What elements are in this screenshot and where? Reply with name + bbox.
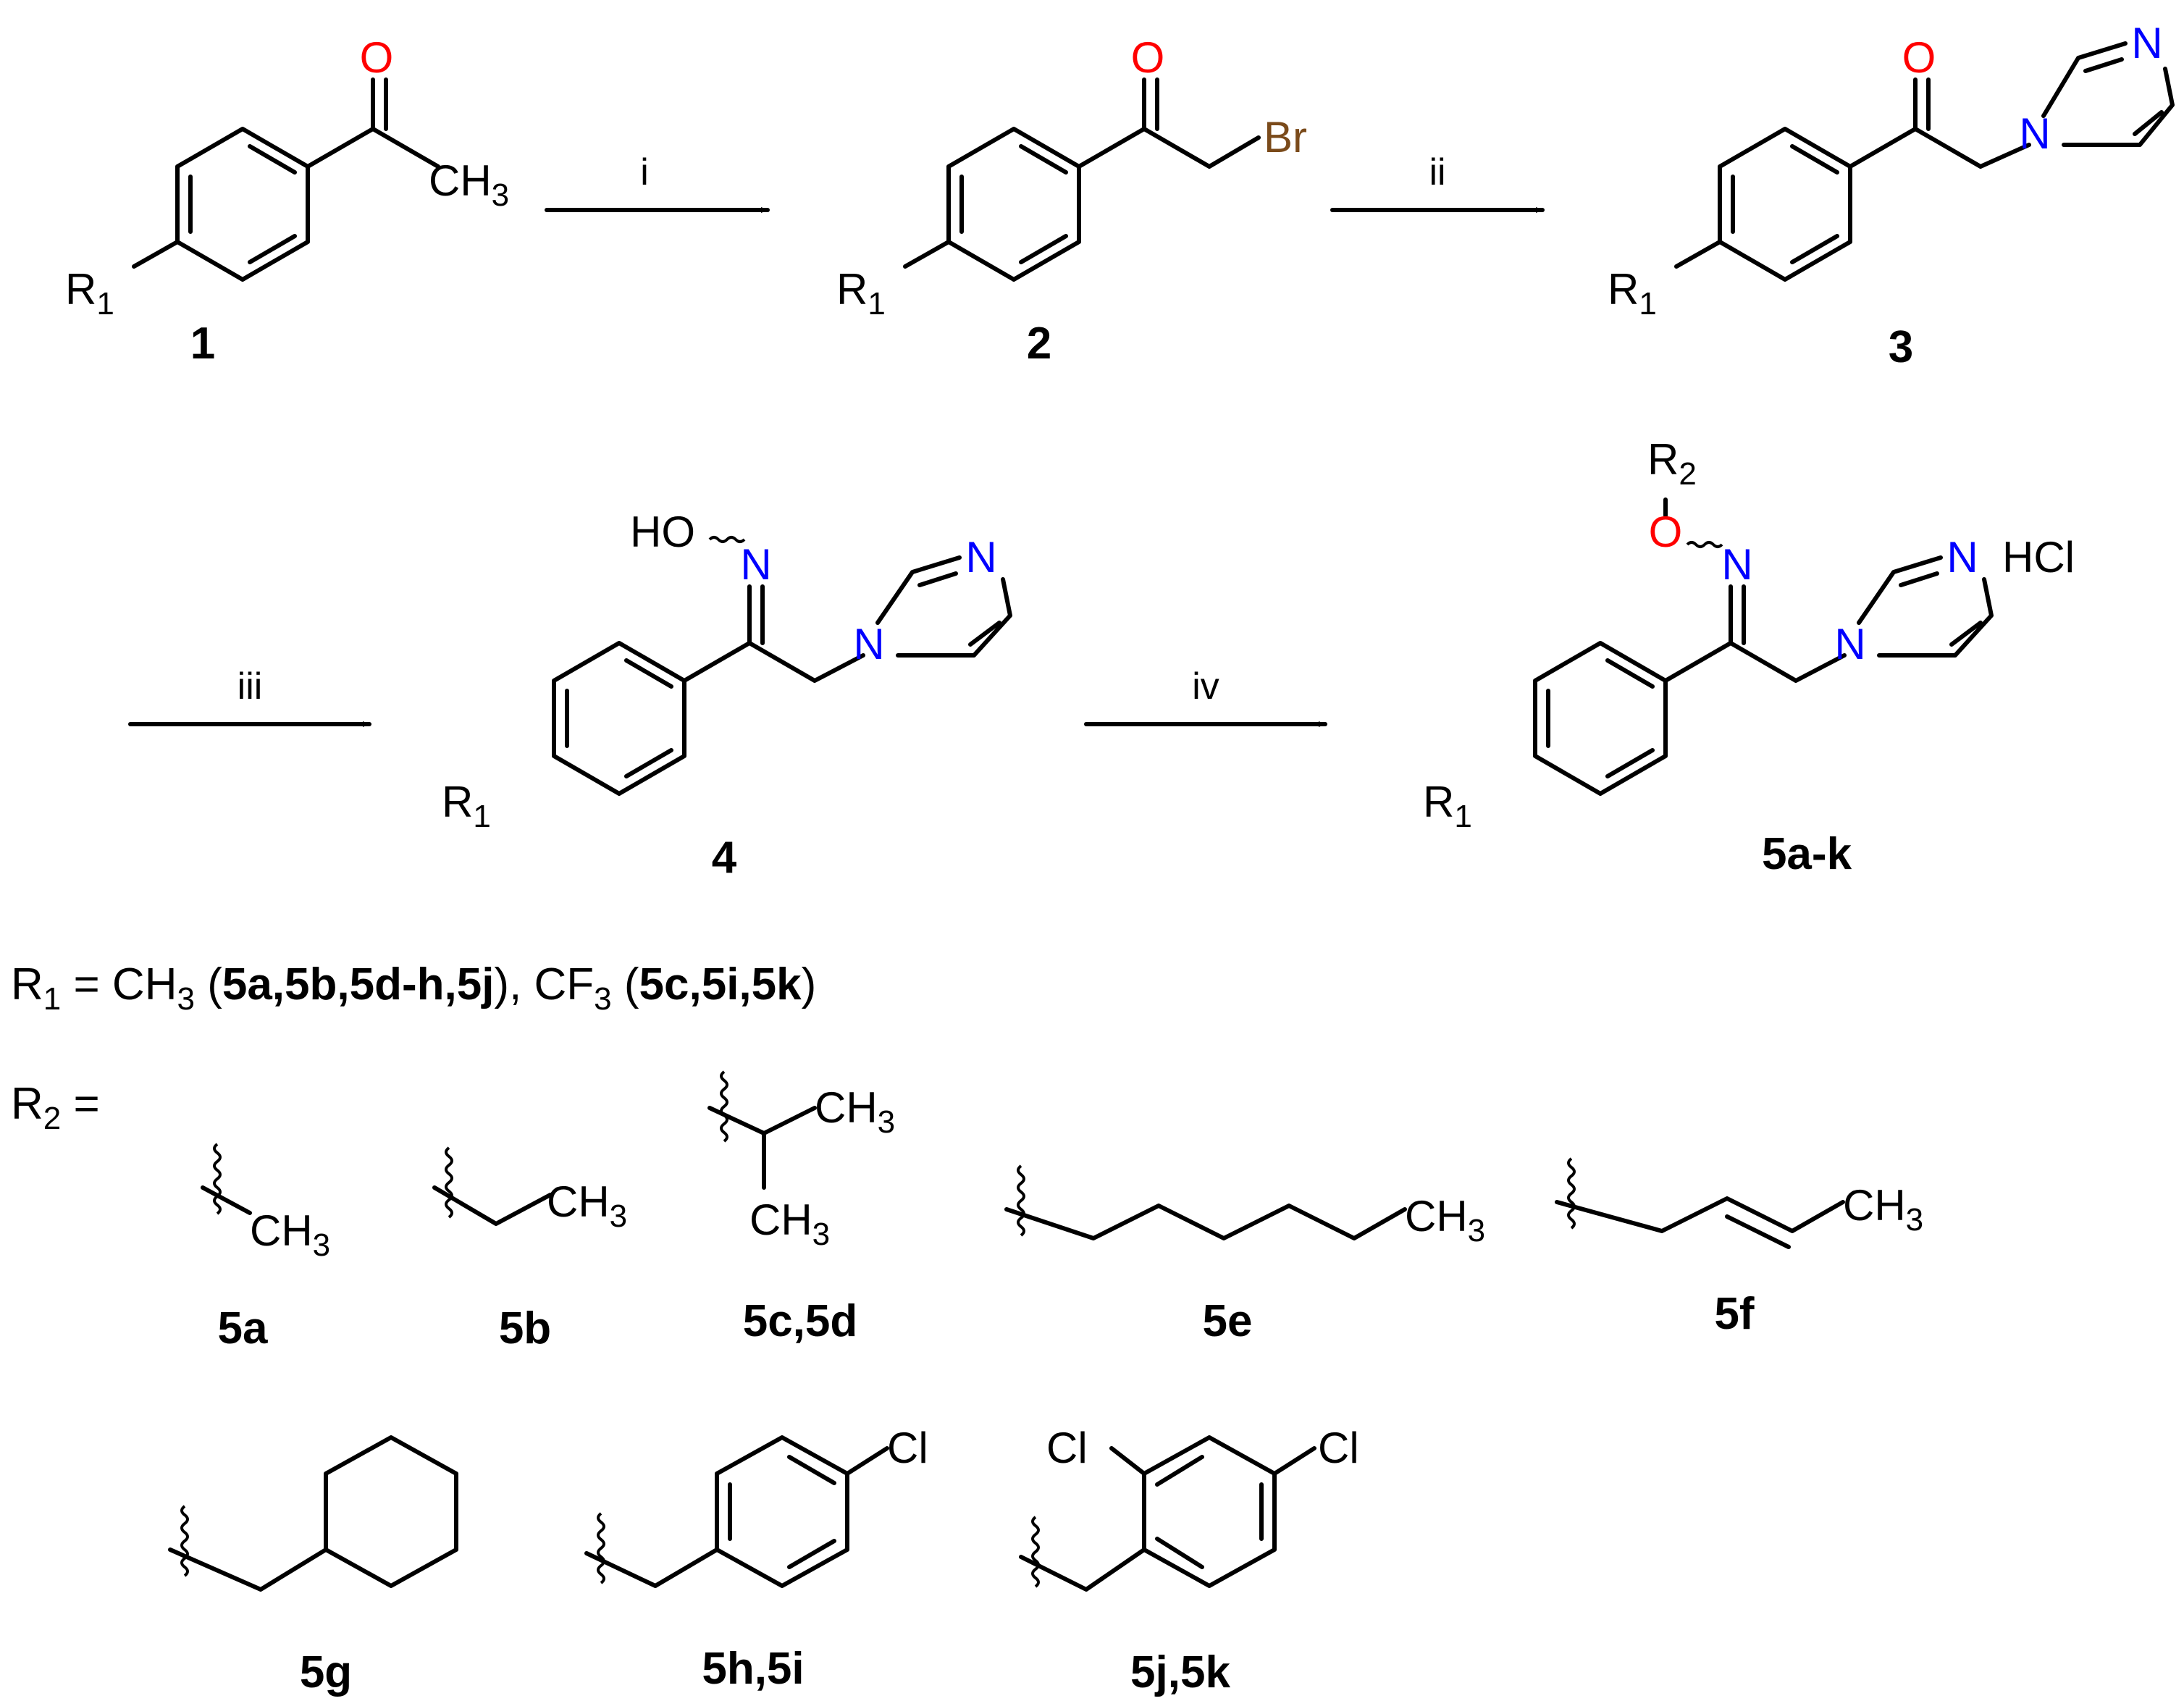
r2-label: R [1647,435,1679,484]
nitrogen-atom: N [2131,19,2162,67]
nitrogen-atom: N [2019,109,2050,158]
substituent-label-5g: 5g [300,1647,352,1697]
svg-text:CH3: CH3 [429,156,509,213]
svg-text:R1: R1 [65,265,114,322]
substituent-label-5b: 5b [499,1303,551,1353]
substituent-5g: 5g [168,1435,458,1697]
compound-label-5a-k: 5a-k [1762,829,1852,879]
chlorine-atom: Cl [1046,1424,1088,1472]
substituent-5a: CH3 5a [201,1143,330,1353]
substituent-5jk: Cl Cl 5j,5k [1019,1424,1359,1697]
compound-label-1: 1 [190,319,215,369]
methyl-ch: CH [429,156,492,205]
r1-label: R [1608,265,1639,314]
nitrogen-atom: N [740,540,771,589]
compound-4-structure: HO N N N R1 4 [442,508,1012,883]
substituent-5hi: Cl 5h,5i [584,1424,928,1694]
chlorine-atom: Cl [1318,1424,1359,1472]
oxygen-atom: O [1131,33,1165,82]
oxygen-atom: O [360,33,394,82]
r1-label: R [65,265,96,314]
hydroxyl-h: HO [630,508,695,556]
svg-text:CH3: CH3 [250,1206,330,1263]
substituent-5f: CH3 5f [1555,1157,1923,1339]
oxygen-atom: O [1649,508,1683,556]
svg-text:HO: HO [630,508,695,556]
svg-text:CH3: CH3 [1405,1192,1485,1248]
r1-label: R [1423,778,1454,826]
svg-text:R1: R1 [442,778,491,834]
compound-2-structure: O Br R1 2 [836,33,1307,369]
compound-label-4: 4 [712,833,737,883]
svg-text:CH3: CH3 [1843,1181,1923,1238]
r2-definition: R2 = [11,1079,100,1136]
r1-definition: R1 = CH3 (5a,5b,5d-h,5j), CF3 (5c,5i,5k) [11,959,816,1017]
substituent-label-5j-5k: 5j,5k [1130,1647,1230,1697]
nitrogen-atom: N [853,620,884,668]
compound-3-structure: O N N R1 3 [1608,19,2175,372]
substituent-label-5a: 5a [218,1303,268,1353]
nitrogen-atom: N [965,533,996,581]
r1-label: R [836,265,868,314]
svg-text:CH3: CH3 [547,1177,627,1234]
condition-iv: iv [1192,665,1219,707]
svg-text:R1: R1 [1608,265,1657,322]
substituent-label-5c-5d: 5c,5d [743,1296,858,1346]
compound-1-structure: O CH3 R1 1 [65,33,509,369]
nitrogen-atom: N [1721,540,1752,589]
svg-text:CH3: CH3 [749,1196,830,1252]
substituent-label-5f: 5f [1714,1289,1754,1339]
hcl-salt: HCl [2002,533,2075,581]
svg-text:CH3: CH3 [815,1083,895,1140]
substituent-5e: CH3 5e [1004,1164,1485,1346]
svg-text:R1: R1 [1423,778,1472,834]
condition-i: i [640,151,649,193]
svg-text:R1: R1 [836,265,886,322]
compound-5-structure: R2 O N N N HCl R1 5a-k [1423,435,2075,879]
condition-iii: iii [238,665,263,707]
substituent-5cd: CH3 CH3 5c,5d [707,1070,895,1346]
substituent-label-5e: 5e [1203,1296,1253,1346]
bromine-atom: Br [1264,113,1307,161]
r1-label: R [442,778,473,826]
chlorine-atom: Cl [887,1424,928,1472]
nitrogen-atom: N [1834,620,1865,668]
substituent-label-5h-5i: 5h,5i [702,1644,804,1694]
svg-text:R2: R2 [1647,435,1697,492]
oxygen-atom: O [1902,33,1936,82]
substituent-5b: CH3 5b [432,1146,627,1353]
nitrogen-atom: N [1946,533,1978,581]
condition-ii: ii [1429,151,1445,193]
compound-label-2: 2 [1027,319,1051,369]
compound-label-3: 3 [1889,322,1913,372]
